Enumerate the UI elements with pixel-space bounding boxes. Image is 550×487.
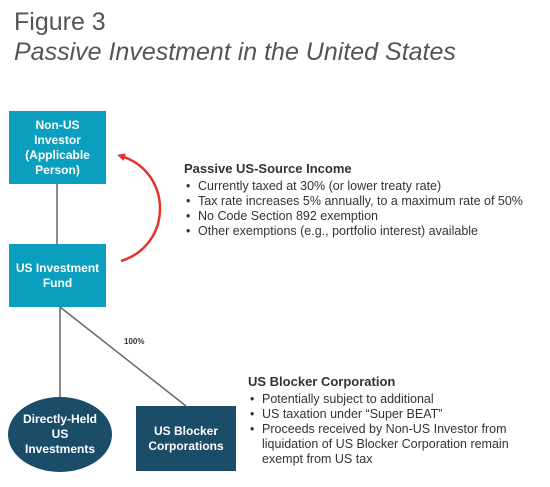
direct-label-line: Investments <box>24 442 96 456</box>
ownership-percent-label: 100% <box>124 337 145 346</box>
direct-label-line: US <box>51 427 69 441</box>
bullet-item: Proceeds received by Non-US Investor fro… <box>248 422 548 467</box>
bullet-item: US taxation under “Super BEAT” <box>248 407 548 422</box>
fund-label-line: US Investment <box>15 260 100 275</box>
passive-income-bullets: Currently taxed at 30% (or lower treaty … <box>184 179 546 239</box>
bullet-item: Other exemptions (e.g., portfolio intere… <box>184 224 546 239</box>
bullet-item: Currently taxed at 30% (or lower treaty … <box>184 179 546 194</box>
direct-label-line: Directly-Held <box>22 412 98 426</box>
figure-label: Figure 3 <box>14 8 106 36</box>
non-us-investor-box: Non-US Investor (Applicable Person) <box>9 111 106 184</box>
blocker-label-line: Corporations <box>148 438 224 453</box>
fund-blocker-connector <box>59 306 187 407</box>
blocker-corporation-heading: US Blocker Corporation <box>248 374 396 389</box>
bullet-item: Tax rate increases 5% annually, to a max… <box>184 194 546 209</box>
investor-label-line: Non-US <box>35 117 80 132</box>
figure-title: Passive Investment in the United States <box>14 38 456 66</box>
blocker-corporation-bullets: Potentially subject to additional US tax… <box>248 392 548 467</box>
us-investment-fund-box: US Investment Fund <box>9 244 106 307</box>
us-blocker-corporations-box: US Blocker Corporations <box>136 406 236 471</box>
passive-income-heading: Passive US-Source Income <box>184 161 352 176</box>
blocker-label-line: US Blocker <box>153 423 219 438</box>
fund-label-line: Fund <box>42 275 73 290</box>
investor-label-line: Person) <box>35 162 80 177</box>
investor-label-line: Investor <box>34 132 81 147</box>
bullet-item: No Code Section 892 exemption <box>184 209 546 224</box>
bullet-item: Potentially subject to additional <box>248 392 548 407</box>
income-flow-arrow <box>117 153 162 263</box>
directly-held-investments-ellipse: Directly-Held US Investments <box>8 397 112 472</box>
investor-label-line: (Applicable <box>25 147 90 162</box>
